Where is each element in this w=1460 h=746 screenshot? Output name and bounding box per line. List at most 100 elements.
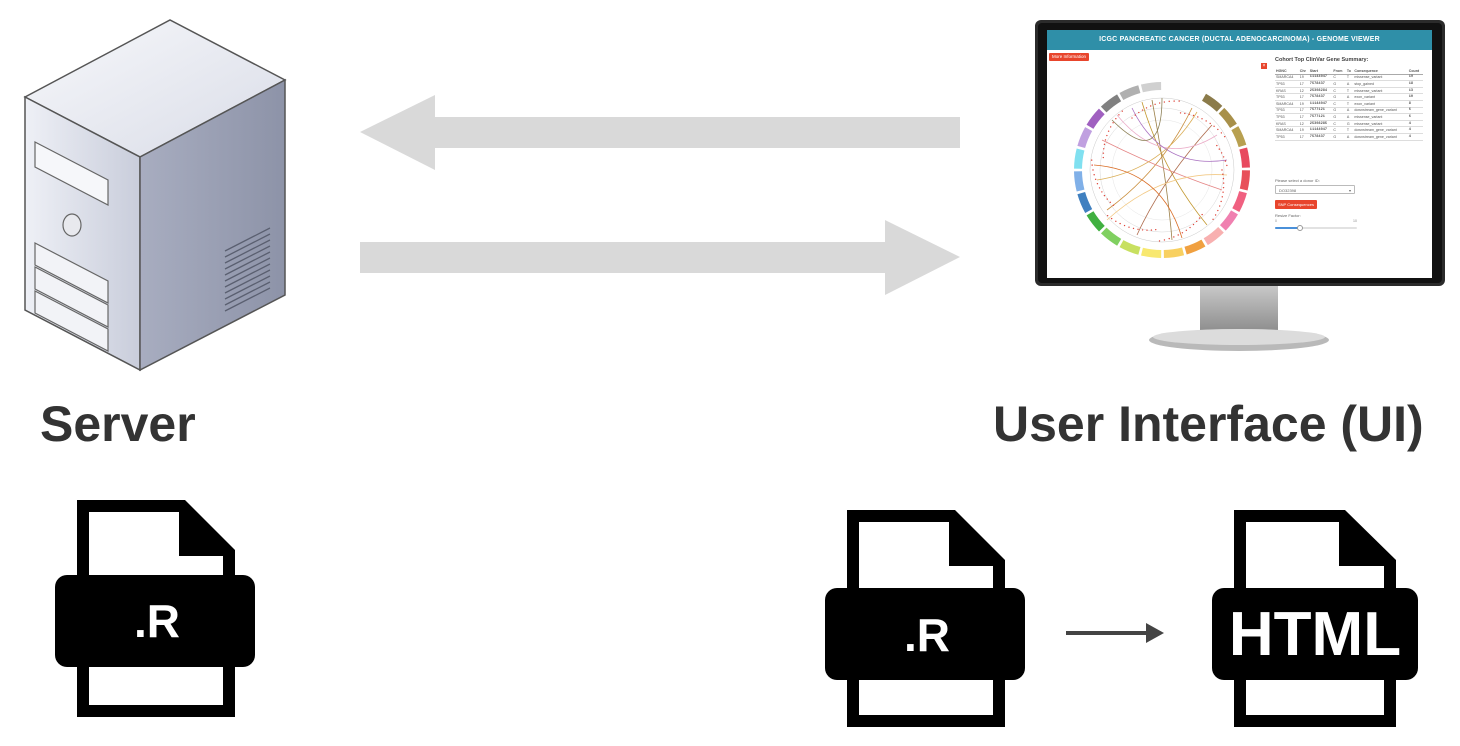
file-icon-server-r: .R [55, 500, 255, 717]
table-header[interactable]: Consequence [1353, 68, 1408, 75]
table-cell: 12 [1298, 87, 1309, 95]
app-title: ICGC PANCREATIC CANCER (DUCTAL ADENOCARC… [1047, 30, 1432, 50]
table-cell: missense_variant [1353, 120, 1408, 128]
table-cell: exon_variant [1353, 93, 1408, 101]
mutation-dot [1173, 100, 1175, 102]
mutation-dot [1107, 130, 1110, 132]
mutation-dot [1222, 173, 1224, 175]
mutation-dot [1098, 187, 1101, 189]
mutation-dot [1090, 159, 1093, 161]
server-file-label: .R [134, 595, 180, 647]
table-cell: missense_variant [1353, 113, 1408, 121]
slider-max-label: 10 [1353, 219, 1357, 223]
table-cell: C [1332, 126, 1346, 134]
resize-factor-slider[interactable] [1275, 224, 1357, 231]
mutation-dot [1115, 220, 1117, 222]
mutation-dot [1188, 113, 1190, 115]
mutation-dot [1218, 205, 1221, 207]
table-header[interactable]: HGNC [1275, 68, 1299, 75]
mutation-dot [1138, 111, 1140, 114]
chromosome-segment [1218, 107, 1237, 128]
table-cell: A [1345, 107, 1354, 115]
chromosome-segment [1077, 127, 1093, 149]
mutation-dot [1119, 222, 1121, 225]
table-header[interactable]: From [1332, 68, 1346, 75]
table-cell: 17 [1298, 93, 1309, 101]
mutation-dot [1154, 103, 1156, 106]
table-cell: 19 [1298, 126, 1309, 134]
table-header[interactable]: Chr [1298, 68, 1309, 75]
table-cell: 10 [1407, 93, 1423, 101]
server-label: Server [40, 396, 196, 452]
mutation-dot [1178, 100, 1180, 102]
mutation-dot [1222, 177, 1225, 180]
table-cell: G [1332, 133, 1346, 141]
mutation-dot [1205, 120, 1207, 122]
mutation-dot [1168, 100, 1170, 103]
mutation-dot [1115, 118, 1117, 120]
snp-consequences-button[interactable]: SNP Consequences [1275, 200, 1317, 209]
table-cell: A [1345, 113, 1354, 121]
mutation-dot [1173, 236, 1175, 238]
chromosome-segment [1239, 170, 1250, 191]
close-icon[interactable]: × [1261, 63, 1267, 69]
chromosome-segment [1119, 85, 1141, 100]
chromosome-segment [1231, 126, 1247, 148]
table-header[interactable]: To [1345, 68, 1354, 75]
chromosome-segment [1074, 171, 1085, 192]
mutation-dot [1179, 112, 1182, 114]
table-cell: 7578437 [1308, 133, 1333, 141]
table-cell: G [1332, 80, 1346, 88]
slider-min-label: 0 [1275, 219, 1277, 223]
more-information-button[interactable]: More Information [1049, 53, 1090, 61]
mutation-dot [1192, 223, 1195, 226]
table-header[interactable]: Count [1407, 68, 1423, 75]
mutation-dot [1223, 135, 1226, 138]
table-cell: downstream_gene_variant [1353, 133, 1408, 141]
table-cell: 19 [1298, 100, 1309, 108]
table-cell: 17 [1298, 80, 1309, 88]
donor-select[interactable]: DO32398 ▾ [1275, 185, 1355, 194]
table-header[interactable]: Start [1308, 68, 1333, 75]
chromosome-segment [1184, 239, 1206, 255]
mutation-dot [1112, 204, 1115, 206]
table-cell: exon_variant [1353, 100, 1408, 108]
mutation-dot [1110, 217, 1113, 220]
mutation-dot [1222, 156, 1225, 158]
mutation-dot [1163, 101, 1166, 103]
table-cell: 4 [1407, 120, 1423, 128]
mutation-dot [1141, 229, 1144, 231]
table-cell: 6 [1407, 113, 1423, 121]
chromosome-segment [1077, 192, 1093, 213]
mutation-dot [1201, 118, 1203, 120]
table-cell: 11144047 [1308, 100, 1333, 108]
mutation-dot [1185, 229, 1188, 231]
table-cell: 7578437 [1308, 80, 1333, 88]
mutation-dot [1221, 169, 1223, 171]
mutation-dot [1217, 209, 1219, 212]
table-cell: C [1332, 74, 1346, 82]
mutation-dot [1195, 220, 1198, 223]
table-cell: downstream_gene_variant [1353, 107, 1408, 115]
slider-handle[interactable] [1296, 224, 1303, 231]
table-cell: TP53 [1275, 107, 1299, 115]
mutation-dot [1221, 196, 1223, 198]
mutation-dot [1213, 125, 1215, 127]
mutation-dot [1094, 178, 1097, 181]
server-tower-icon [23, 19, 287, 372]
mutation-dot [1220, 152, 1223, 154]
circos-plot [1074, 82, 1250, 258]
mutation-dot [1150, 105, 1152, 107]
table-cell: KRAS [1275, 120, 1299, 128]
table-cell: 25398284 [1308, 87, 1333, 95]
table-cell: C [1332, 100, 1346, 108]
mutation-dot [1158, 102, 1161, 104]
mutation-dot [1226, 164, 1228, 167]
table-cell: 19 [1407, 74, 1423, 82]
